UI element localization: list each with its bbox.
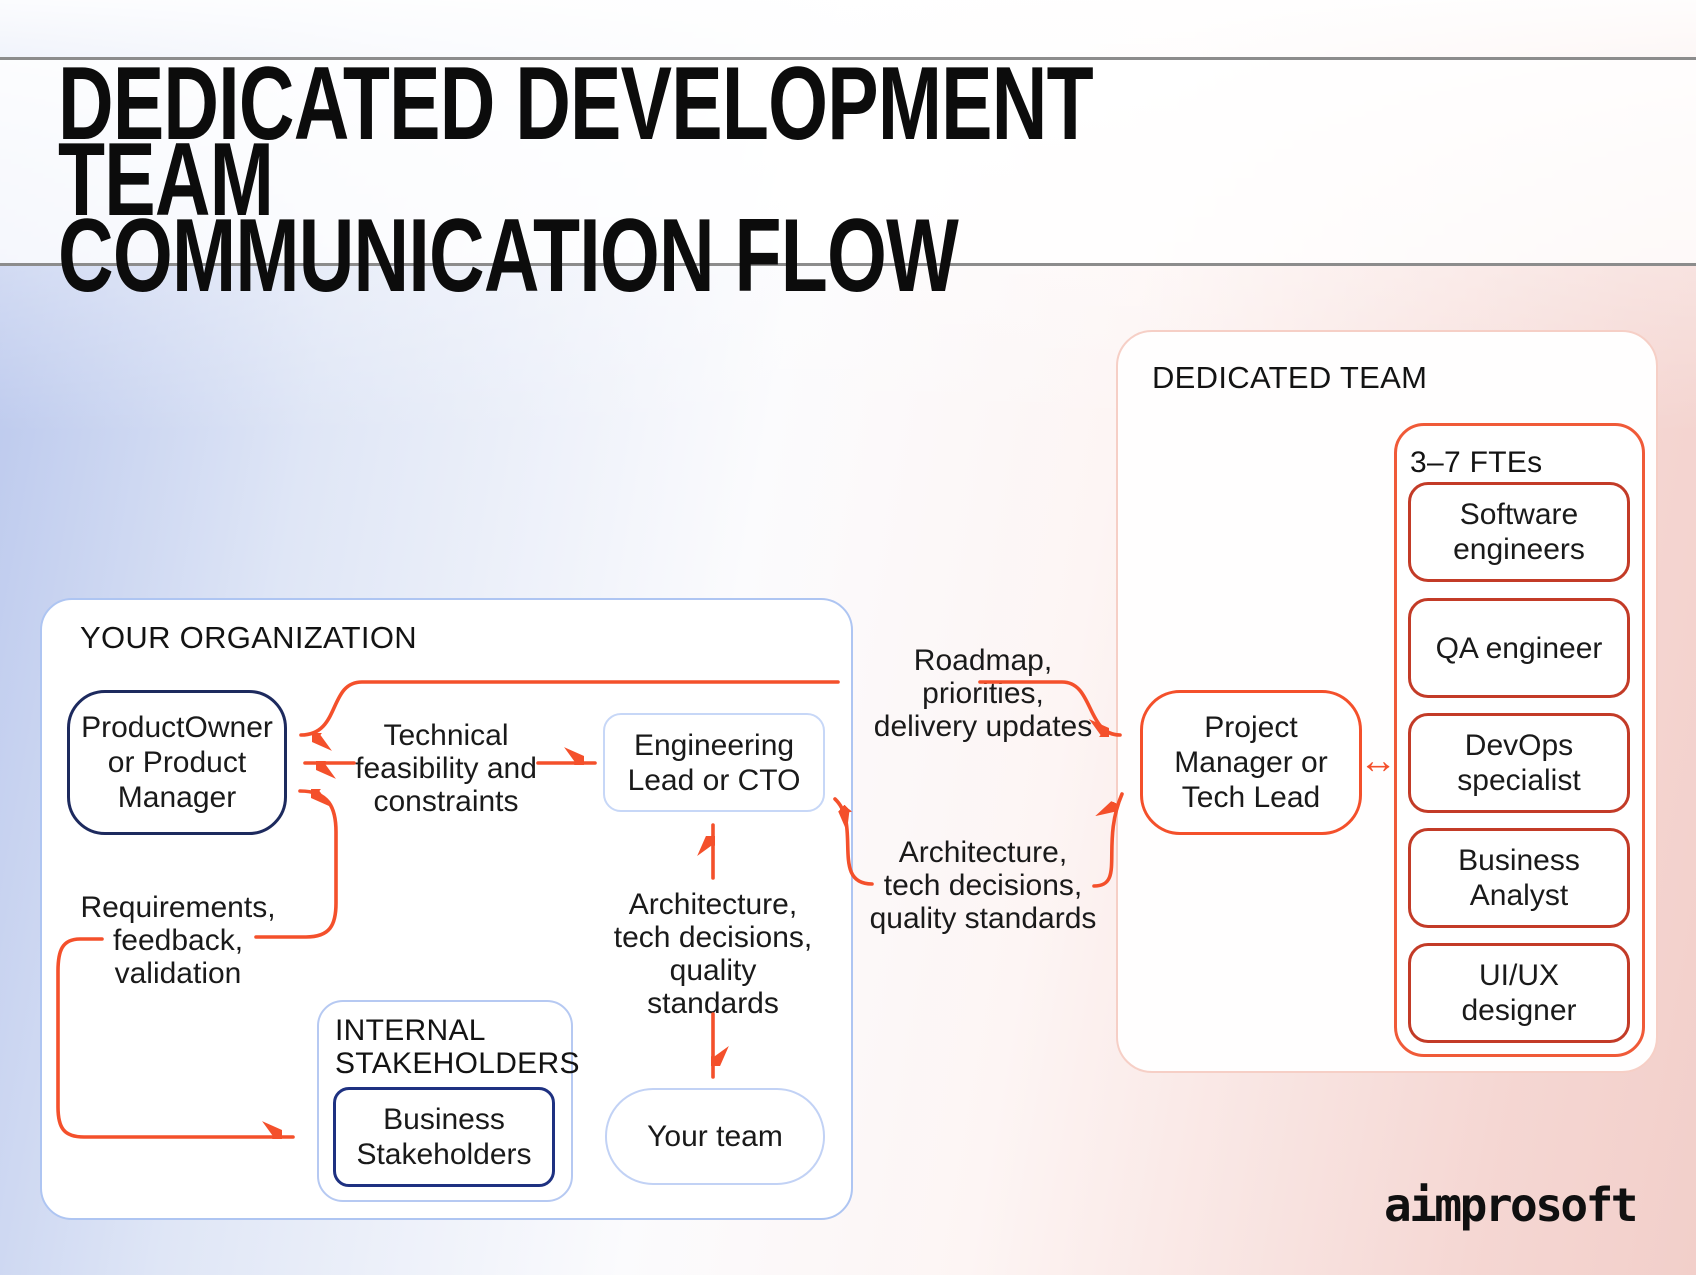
role-business-analyst: Business Analyst — [1408, 828, 1630, 928]
product-owner-box: ProductOwner or Product Manager — [67, 690, 287, 835]
role-devops-specialist: DevOps specialist — [1408, 713, 1630, 813]
your-team-label: Your team — [647, 1120, 783, 1153]
project-manager-label: Project Manager or Tech Lead — [1174, 711, 1328, 814]
ftes-label: 3–7 FTEs — [1410, 446, 1543, 479]
roadmap-priorities-label: Roadmap, priorities, delivery updates — [873, 644, 1093, 743]
product-owner-label: ProductOwner or Product Manager — [81, 711, 273, 814]
bidirectional-arrow-icon: ↔ — [1359, 740, 1397, 782]
business-stakeholders-label: Business Stakeholders — [356, 1103, 532, 1171]
technical-feasibility-label: Technical feasibility and constraints — [355, 719, 537, 818]
aimprosoft-logo: aimprosoft — [1384, 1178, 1638, 1232]
header-band — [0, 57, 1696, 266]
role-qa-engineer: QA engineer — [1408, 598, 1630, 698]
architecture-right-label: Architecture, tech decisions, quality st… — [869, 836, 1097, 935]
engineering-lead-box: Engineering Lead or CTO — [603, 713, 825, 812]
role-software-engineers: Software engineers — [1408, 482, 1630, 582]
internal-stakeholders-label: INTERNAL STAKEHOLDERS — [335, 1014, 580, 1080]
role-label: Business Analyst — [1458, 844, 1580, 912]
requirements-feedback-label: Requirements, feedback, validation — [80, 891, 276, 990]
your-team-box: Your team — [605, 1088, 825, 1185]
role-uiux-designer: UI/UX designer — [1408, 943, 1630, 1043]
role-label: Software engineers — [1453, 498, 1585, 566]
role-label: QA engineer — [1435, 631, 1603, 665]
project-manager-box: Project Manager or Tech Lead — [1140, 690, 1362, 835]
role-label: DevOps specialist — [1457, 729, 1581, 797]
role-label: UI/UX designer — [1461, 959, 1577, 1027]
architecture-center-label: Architecture, tech decisions, quality st… — [613, 888, 813, 1020]
page-title: DEDICATED DEVELOPMENT TEAM COMMUNICATION… — [58, 46, 1094, 314]
dedicated-team-label: DEDICATED TEAM — [1152, 360, 1428, 395]
your-organization-label: YOUR ORGANIZATION — [80, 620, 417, 655]
engineering-lead-label: Engineering Lead or CTO — [627, 728, 801, 797]
business-stakeholders-box: Business Stakeholders — [333, 1087, 555, 1187]
